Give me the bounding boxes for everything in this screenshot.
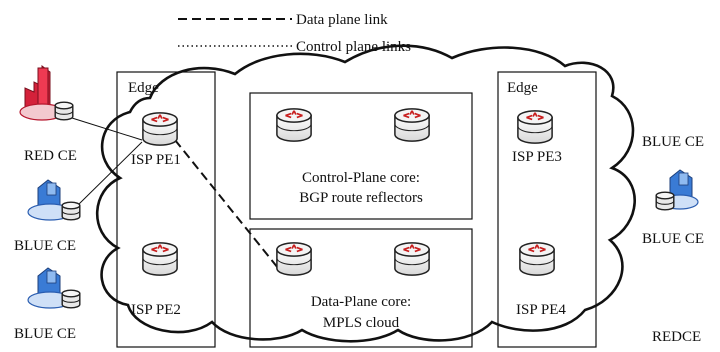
edge-left-label: Edge <box>128 80 159 96</box>
router-pe1-icon <box>141 111 179 147</box>
network-cloud <box>95 44 636 343</box>
control-plane-legend-label: Control plane links <box>296 39 411 55</box>
mpls-router-2-icon <box>393 241 431 277</box>
router-pe4-icon <box>518 241 556 277</box>
edge-left-box <box>116 71 216 348</box>
blue-ce-right-site-icon <box>655 169 699 211</box>
router-pe4-label: ISP PE4 <box>516 302 566 318</box>
red-ce-label: RED CE <box>24 148 77 164</box>
router-pe1-label: ISP PE1 <box>131 152 181 168</box>
red-ce-link <box>71 117 143 141</box>
blue-ce-1-label: BLUE CE <box>14 238 76 254</box>
blue-ce-2-site-icon <box>27 267 81 309</box>
router-pe3-icon <box>516 109 554 145</box>
redce-right-label: REDCE <box>652 329 701 345</box>
router-pe2-icon <box>141 241 179 277</box>
control-core-label-line1: Control-Plane core: <box>302 170 420 186</box>
router-pe3-label: ISP PE3 <box>512 149 562 165</box>
edge-right-box <box>497 71 597 348</box>
mpls-router-1-icon <box>275 241 313 277</box>
red-ce-site-icon <box>19 65 74 121</box>
blue-ce-right-top-label: BLUE CE <box>642 134 704 150</box>
blue-ce-1-site-icon <box>27 179 81 221</box>
blue-ce-link <box>77 141 143 206</box>
data-plane-link <box>174 139 279 269</box>
data-plane-legend-label: Data plane link <box>296 12 388 28</box>
blue-ce-right-label: BLUE CE <box>642 231 704 247</box>
data-core-label-line1: Data-Plane core: <box>311 294 411 310</box>
control-core-label-line2: BGP route reflectors <box>299 190 423 206</box>
route-reflector-2-icon <box>393 107 431 143</box>
data-core-label-line2: MPLS cloud <box>323 315 400 331</box>
data-plane-core-box <box>249 228 473 348</box>
route-reflector-1-icon <box>275 107 313 143</box>
blue-ce-2-label: BLUE CE <box>14 326 76 342</box>
edge-right-label: Edge <box>507 80 538 96</box>
control-plane-core-box <box>249 92 473 220</box>
router-pe2-label: ISP PE2 <box>131 302 181 318</box>
